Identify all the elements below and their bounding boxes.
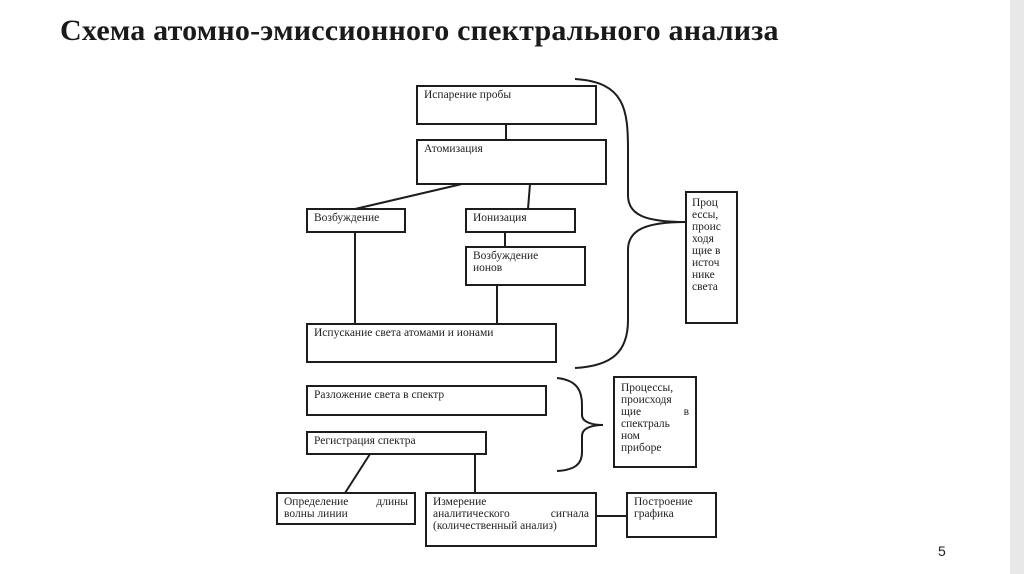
slide-edge: [1010, 0, 1024, 574]
box-emission: Испускание света атомами и ионами: [306, 323, 557, 363]
box-registration: Регистрация спектра: [306, 431, 487, 455]
note-source-processes: Проц ессы, проис ходя щие в источ нике с…: [685, 191, 738, 324]
box-evaporation: Испарение пробы: [416, 85, 597, 125]
box-atomization: Атомизация: [416, 139, 607, 185]
box-plotting: Построение графика: [626, 492, 717, 538]
line-atomization-excitation: [354, 183, 463, 210]
box-ionization: Ионизация: [465, 208, 576, 233]
line-atomization-ionization: [527, 183, 531, 210]
page-number: 5: [938, 543, 946, 559]
note-spectral-processes: Процессы, происходя щие в спектраль ном …: [613, 376, 697, 468]
box-wavelength: Определение длины волны линии: [276, 492, 416, 525]
box-measurement: Измерение аналитического сигнала (количе…: [425, 492, 597, 547]
box-ion-excitation: Возбуждение ионов: [465, 246, 586, 286]
brace-spectral: [556, 377, 604, 472]
slide-title: Схема атомно-эмиссионного спектрального …: [60, 14, 779, 47]
box-decomposition: Разложение света в спектр: [306, 385, 547, 416]
box-excitation: Возбуждение: [306, 208, 406, 233]
line-registration-wavelength: [344, 453, 371, 494]
